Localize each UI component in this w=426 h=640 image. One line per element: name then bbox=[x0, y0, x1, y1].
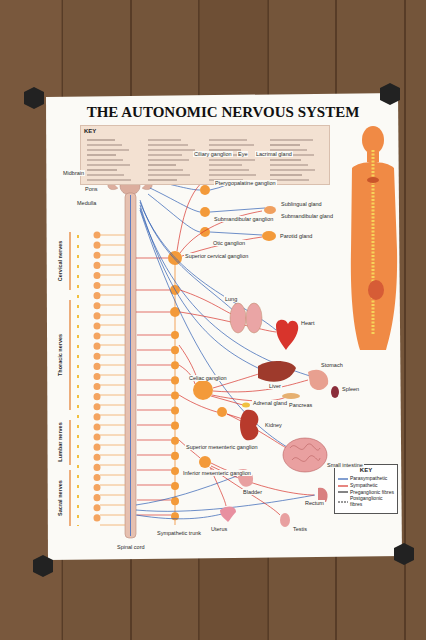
key-list-line bbox=[87, 164, 130, 165]
part-label: Testis bbox=[292, 526, 308, 532]
part-label: Sympathetic trunk bbox=[156, 530, 202, 536]
key-list-line bbox=[87, 179, 131, 180]
part-label: Celiac ganglion bbox=[188, 375, 228, 381]
legend-row: Parasympathetic bbox=[338, 476, 394, 482]
legend-line bbox=[338, 492, 348, 493]
legend-text: Parasympathetic bbox=[350, 476, 387, 482]
part-label: Eye bbox=[237, 151, 248, 157]
key-list-line bbox=[148, 139, 181, 140]
part-label: Pons bbox=[84, 186, 99, 192]
key-list-line bbox=[270, 174, 302, 175]
legend-sample bbox=[338, 490, 348, 494]
part-label: Pancreas bbox=[288, 402, 313, 408]
part-label: Kidney bbox=[264, 422, 283, 428]
part-label: Midbrain bbox=[62, 170, 85, 176]
key-list-line bbox=[148, 159, 189, 160]
key-list-line bbox=[87, 149, 129, 150]
key-list-line bbox=[209, 139, 247, 140]
key-list-line bbox=[87, 159, 123, 160]
part-label: Bladder bbox=[242, 489, 263, 495]
key-list-line bbox=[148, 149, 195, 150]
part-label: Otic ganglion bbox=[212, 240, 246, 246]
part-label: Adrenal gland bbox=[252, 400, 288, 406]
key-list-line bbox=[270, 159, 301, 160]
part-label: Rectum bbox=[304, 500, 325, 506]
part-label: Lacrimal gland bbox=[255, 151, 293, 157]
legend-text: Sympathetic bbox=[350, 483, 378, 489]
part-label: Pterygopalatine ganglion bbox=[214, 180, 277, 186]
part-label: Stomach bbox=[320, 362, 344, 368]
part-label: Liver bbox=[268, 383, 282, 389]
key-list-line bbox=[87, 144, 122, 145]
key-list-line bbox=[148, 169, 183, 170]
key-list-line bbox=[148, 179, 177, 180]
nerve-group-label: Thoracic nerves bbox=[57, 333, 63, 377]
part-label: Spleen bbox=[341, 386, 360, 392]
key-list-line bbox=[270, 164, 308, 165]
part-label: Small intestine bbox=[326, 462, 364, 468]
nerve-group-label: Cervical nerves bbox=[57, 240, 63, 283]
key-list-line bbox=[87, 174, 124, 175]
legend-box: KEYParasympatheticSympatheticPreganglion… bbox=[334, 464, 398, 514]
legend-line bbox=[338, 501, 348, 502]
part-label: Parotid gland bbox=[279, 233, 313, 239]
part-label: Sublingual gland bbox=[280, 201, 323, 207]
part-label: Superior cervical ganglion bbox=[184, 253, 249, 259]
key-list-line bbox=[148, 174, 190, 175]
part-label: Uterus bbox=[210, 526, 228, 532]
legend-row: Preganglionic fibres bbox=[338, 490, 394, 496]
key-list-line bbox=[148, 164, 176, 165]
part-label: Medulla bbox=[76, 200, 97, 206]
key-list-line bbox=[209, 169, 249, 170]
key-list-line bbox=[270, 139, 313, 140]
part-label: Lung bbox=[224, 296, 238, 302]
part-label: Superior mesenteric ganglion bbox=[185, 444, 259, 450]
key-list-line bbox=[148, 154, 182, 155]
part-label: Spinal cord bbox=[116, 544, 146, 550]
part-label: Inferior mesenteric ganglion bbox=[182, 470, 252, 476]
poster-title: THE AUTONOMIC NERVOUS SYSTEM bbox=[46, 104, 400, 121]
part-label: Submandibular ganglion bbox=[213, 216, 274, 222]
legend-line bbox=[338, 485, 348, 486]
legend-sample bbox=[338, 477, 348, 481]
part-label: Heart bbox=[300, 320, 315, 326]
legend-sample bbox=[338, 484, 348, 488]
legend-row: Postganglionic fibres bbox=[338, 496, 394, 508]
key-list-lines bbox=[83, 137, 329, 183]
part-label: Ciliary ganglion bbox=[193, 151, 233, 157]
key-heading: KEY bbox=[338, 467, 394, 475]
key-list-line bbox=[87, 139, 115, 140]
key-list-line bbox=[209, 174, 256, 175]
key-list-line bbox=[209, 159, 255, 160]
key-list-line bbox=[209, 164, 242, 165]
legend-line bbox=[338, 478, 348, 479]
legend-text: Preganglionic fibres bbox=[350, 490, 394, 496]
legend-sample bbox=[338, 500, 348, 504]
key-heading: KEY bbox=[81, 126, 329, 136]
nerve-group-label: Sacral nerves bbox=[57, 479, 63, 517]
key-list-line bbox=[87, 169, 117, 170]
legend-text: Postganglionic fibres bbox=[350, 496, 394, 508]
key-list-line bbox=[87, 154, 116, 155]
nerve-group-label: Lumbar nerves bbox=[57, 421, 63, 462]
part-label: Submandibular gland bbox=[280, 213, 334, 219]
legend-row: Sympathetic bbox=[338, 483, 394, 489]
key-list-line bbox=[148, 144, 188, 145]
key-list-line bbox=[270, 169, 315, 170]
key-list-line bbox=[270, 144, 300, 145]
key-list-line bbox=[209, 144, 254, 145]
